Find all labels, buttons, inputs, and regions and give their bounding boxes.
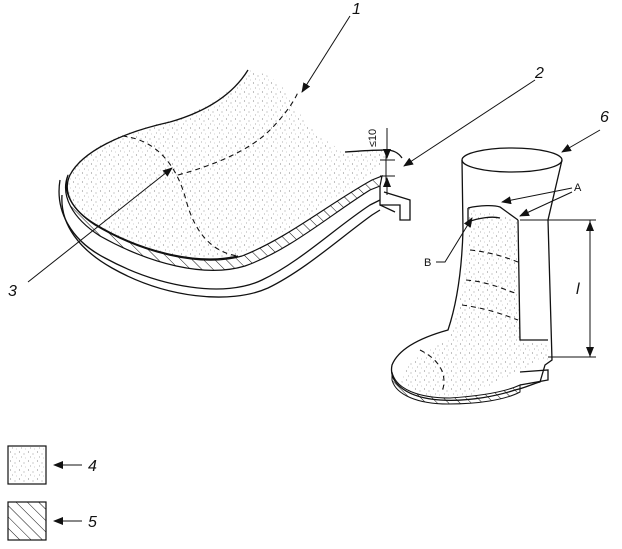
legend-label-5: 5 [88, 514, 97, 531]
boot-sole-hatch [391, 371, 521, 405]
leader-a2 [519, 191, 573, 217]
leader-1 [301, 15, 351, 93]
label-a: A [574, 182, 582, 194]
label-2: 2 [534, 65, 544, 82]
leader-2 [403, 79, 536, 167]
leader-b [436, 217, 473, 263]
leader-a1 [501, 187, 573, 205]
legend-hatch-swatch [7, 501, 47, 541]
legend: 4 5 [7, 445, 97, 541]
shoe-closeup [58, 69, 411, 298]
legend-label-4: 4 [88, 458, 97, 475]
dim-l-label: l [576, 281, 580, 298]
leader-3 [27, 167, 173, 283]
boot-stipple [400, 208, 548, 397]
label-3: 3 [8, 283, 17, 300]
leader-6 [561, 129, 601, 153]
boot [390, 147, 590, 405]
label-b: B [424, 257, 431, 269]
dim-l: l [520, 219, 596, 358]
shoe-sole-hatch [64, 174, 383, 271]
shoe-upper [65, 70, 386, 260]
label-6: 6 [600, 109, 609, 126]
legend-stipple-swatch [7, 445, 47, 485]
dim-le10-label: ≤10 [367, 129, 379, 147]
dim-le10: ≤10 [367, 128, 391, 195]
label-1: 1 [352, 1, 361, 18]
